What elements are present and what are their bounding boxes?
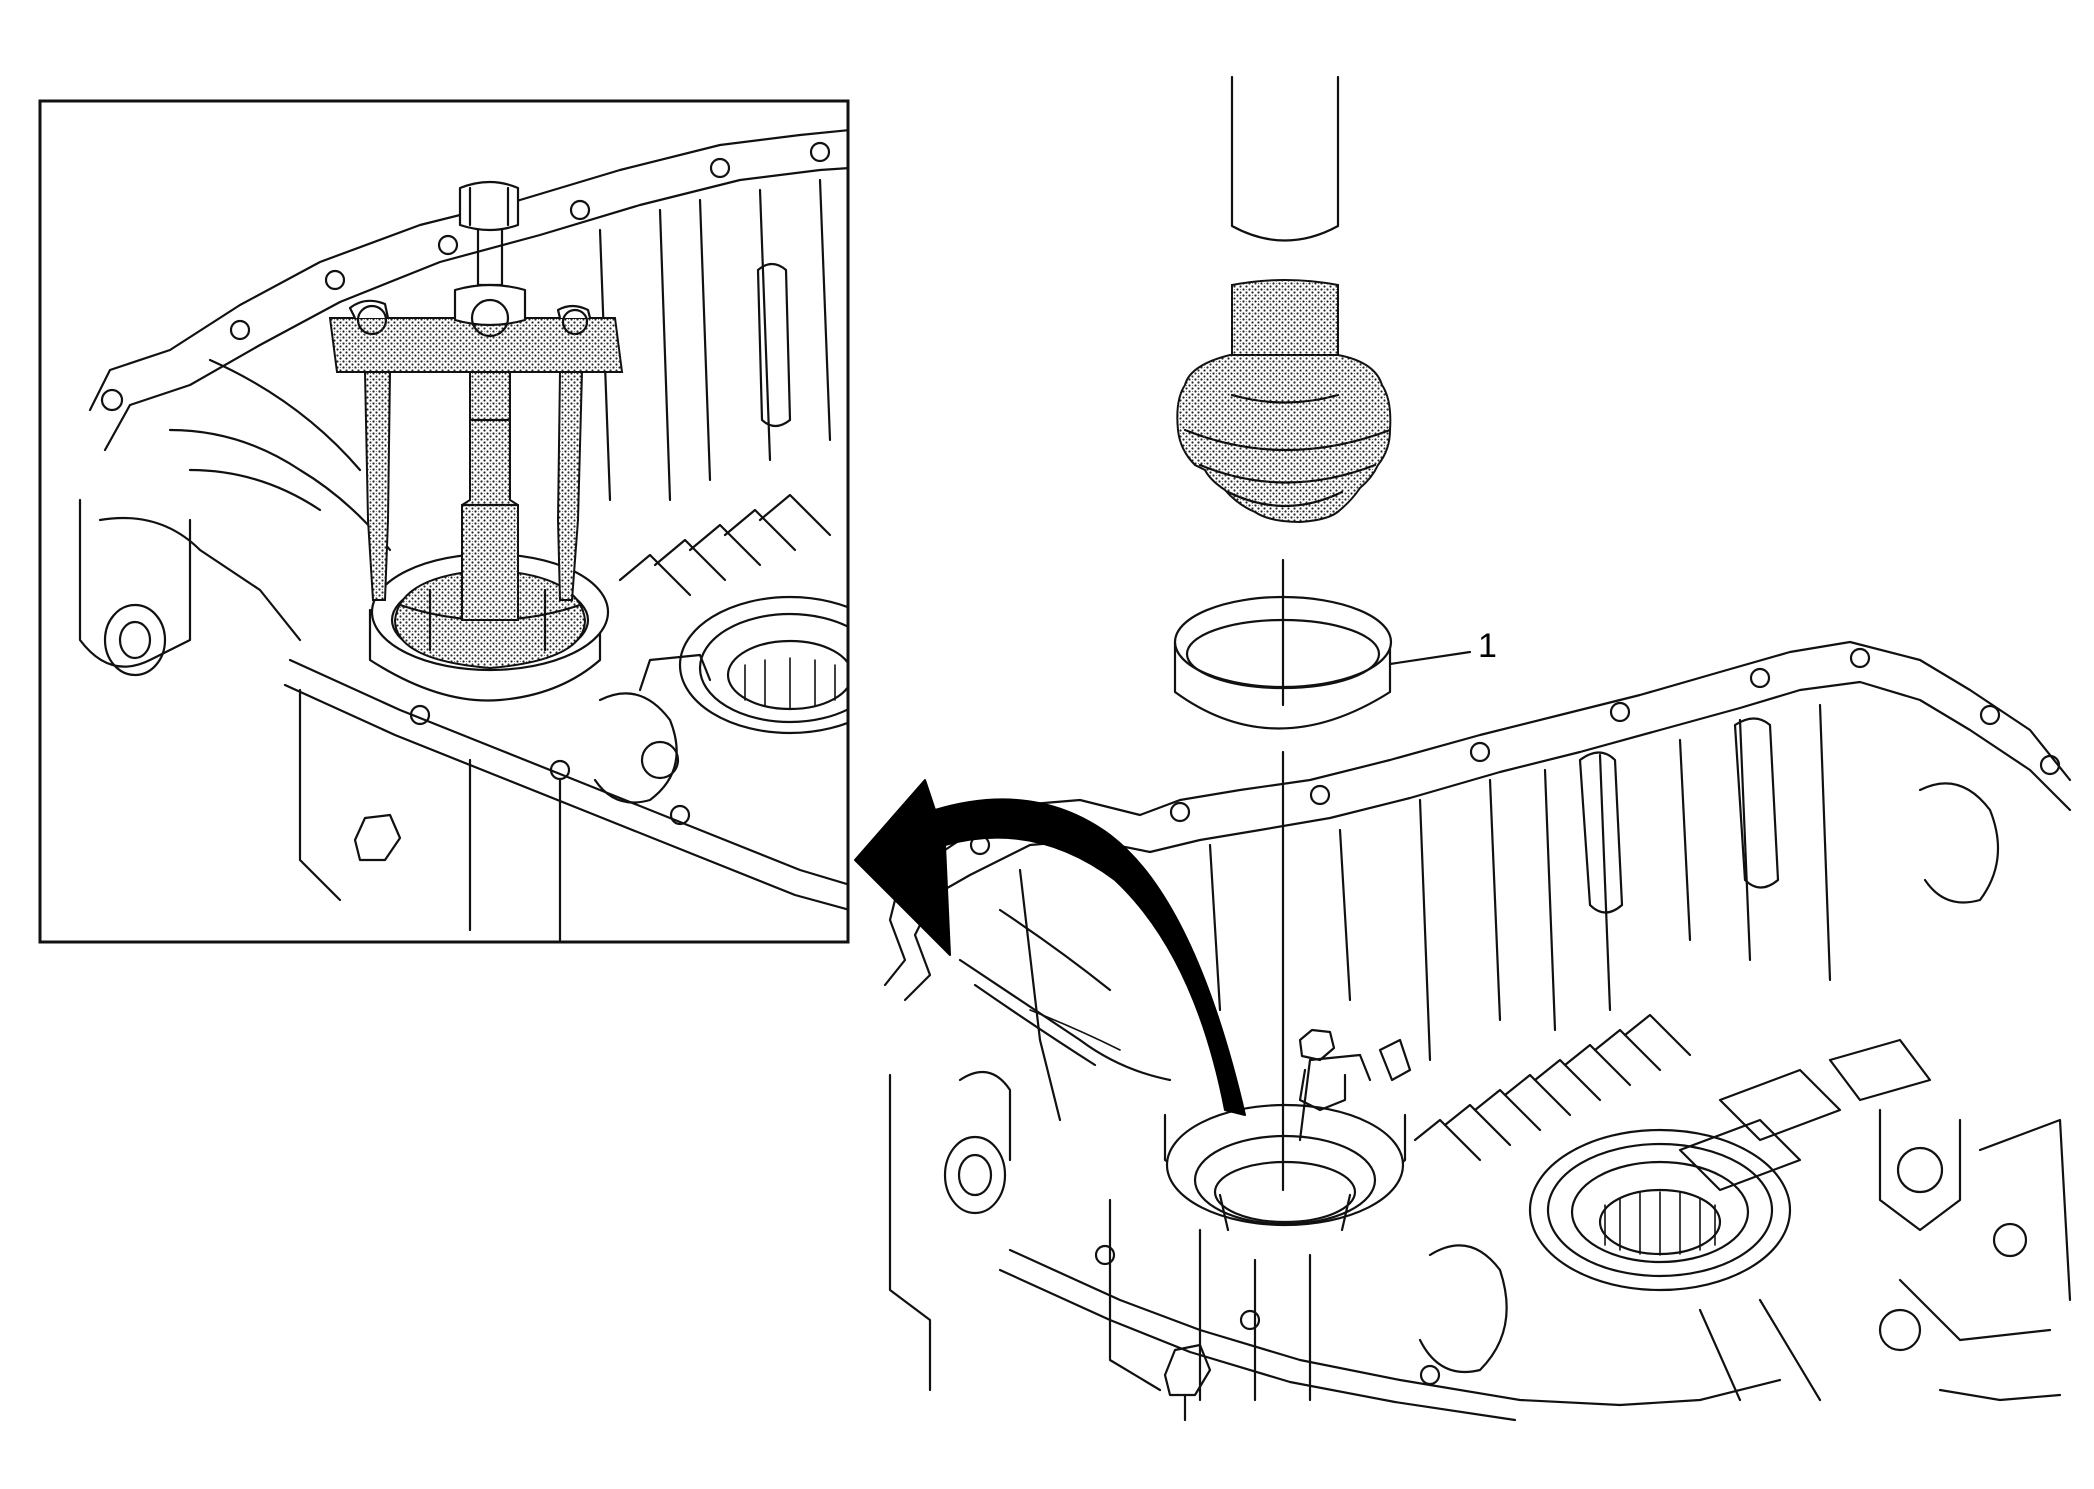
- installer-tool: [1176, 75, 1392, 524]
- bearing-puller: [328, 180, 624, 670]
- detail-inset: [38, 99, 850, 944]
- curved-arrow-icon: [854, 779, 1246, 1116]
- cup-bore: [1163, 1103, 1407, 1232]
- floor-ribs: [1413, 1013, 1692, 1162]
- callout-1: 1: [1388, 627, 1497, 666]
- output-bearing-bore: [1528, 1128, 1792, 1292]
- callout-label-1: 1: [1478, 627, 1497, 665]
- transmission-case: [883, 640, 2072, 1422]
